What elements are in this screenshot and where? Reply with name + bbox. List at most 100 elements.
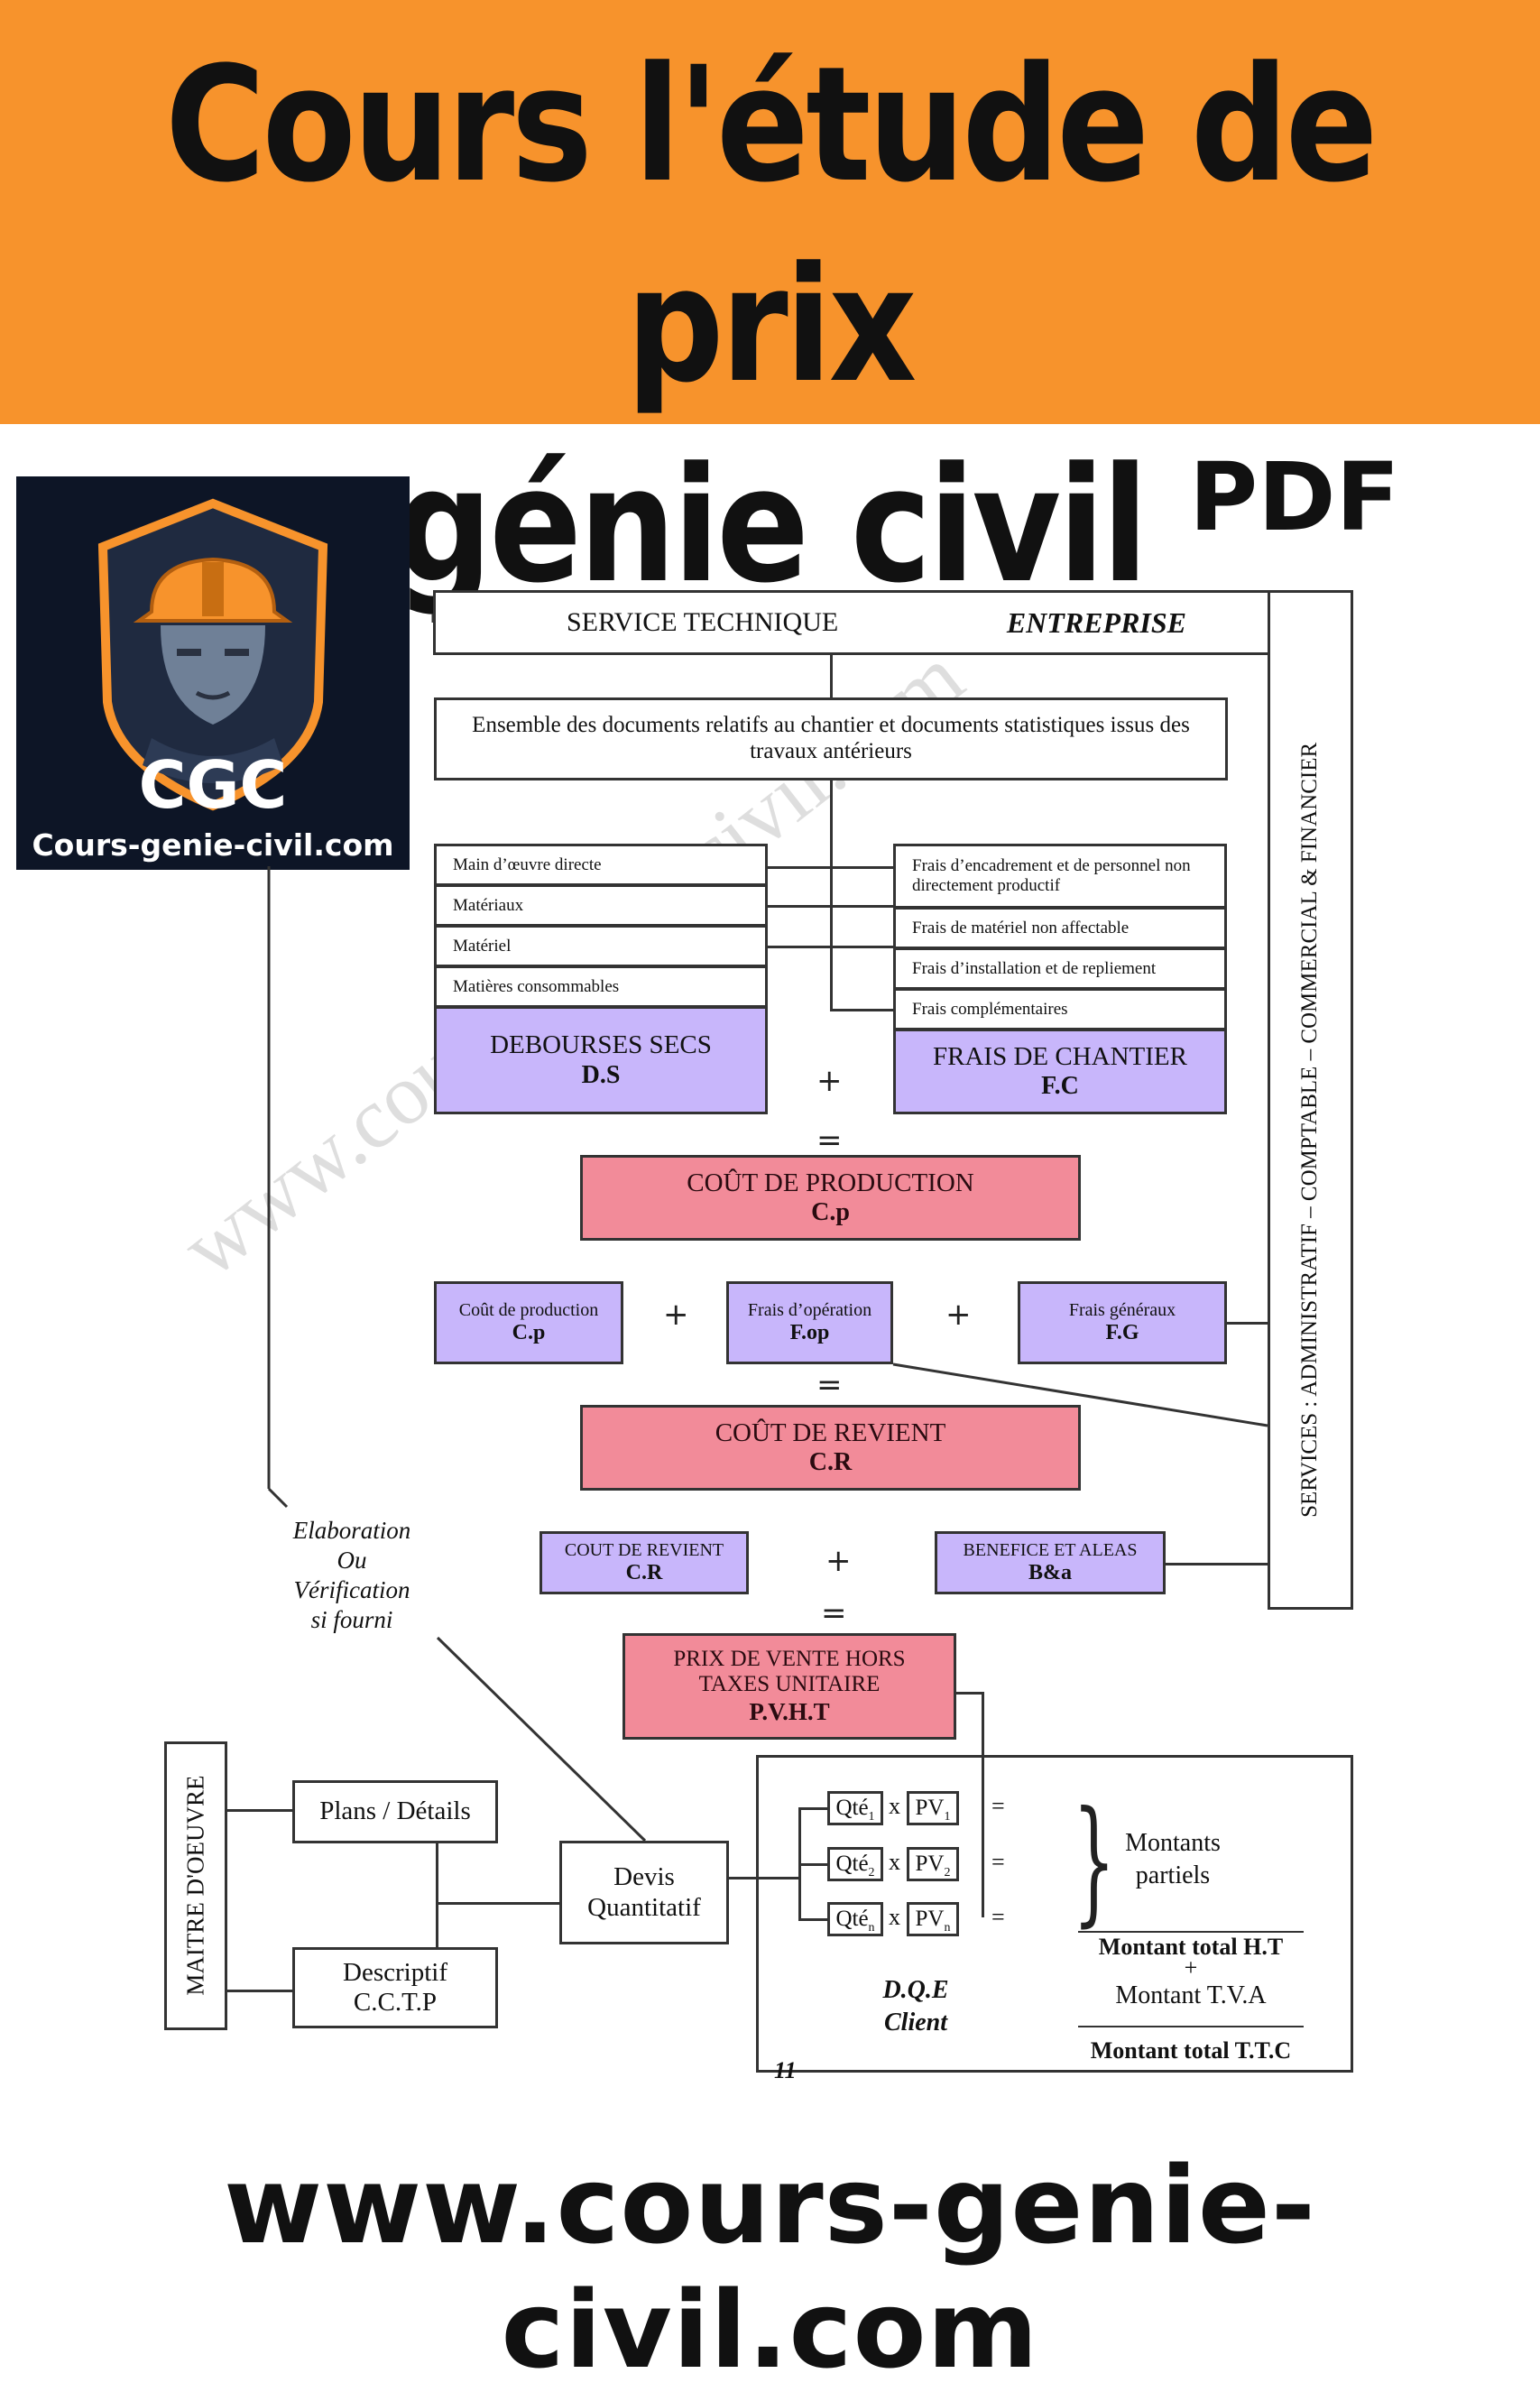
total-ht: Montant total H.T — [1098, 1934, 1284, 1960]
benefice-label: BENEFICE ET ALEAS — [963, 1539, 1138, 1560]
times-sign: x — [889, 1793, 900, 1819]
cout-production-abbr: C.p — [811, 1198, 850, 1227]
pdf-label: PDF — [1189, 442, 1400, 552]
footer-url[interactable]: www.cours-genie-civil.com — [224, 2143, 1316, 2392]
qty-row-tick — [798, 1863, 827, 1866]
plus-cr-ba: + — [825, 1543, 852, 1579]
times-sign: x — [889, 1849, 900, 1875]
total-ttc: Montant total T.T.C — [1090, 2037, 1292, 2064]
right-item-encadrement: Frais d’encadrement et de personnel non … — [893, 844, 1227, 909]
cr-small-label: COUT DE REVIENT — [564, 1539, 724, 1560]
qty-row-1: Qté1 x PV1 = — [798, 1791, 1006, 1827]
debourses-abbr: D.S — [581, 1060, 621, 1089]
benefice-abbr: B&a — [1028, 1560, 1072, 1584]
montants-line: Montants — [1125, 1829, 1221, 1857]
right-item-materiel: Frais de matériel non affectable — [893, 907, 1227, 949]
plus-fop-fg: + — [945, 1297, 972, 1333]
frais-chantier-box: FRAIS DE CHANTIER F.C — [893, 1029, 1227, 1114]
left-item-text: Matériel — [453, 936, 512, 956]
title-banner: Cours l'étude de prix génie civil — [0, 0, 1540, 618]
pvht-line2: TAXES UNITAIRE — [698, 1672, 881, 1697]
cout-revient-box: COÛT DE REVIENT C.R — [580, 1405, 1081, 1491]
left-item-text: Matériaux — [453, 895, 524, 915]
engineer-helmet-icon — [97, 498, 328, 811]
connector-bus-bottom — [830, 1009, 895, 1011]
equals-pvht: = — [821, 1595, 847, 1631]
frais-chantier-abbr: F.C — [1041, 1072, 1079, 1101]
qty-row-3: Qtén x PVn = — [798, 1902, 1006, 1938]
connector-bus-low — [768, 946, 895, 948]
connector-st-docs — [830, 655, 833, 700]
plus-tva: + — [1184, 1954, 1198, 1981]
fop-label: Frais d’opération — [747, 1299, 872, 1320]
fg-abbr: F.G — [1105, 1320, 1139, 1344]
elaboration-line: si fourni — [310, 1606, 393, 1633]
elaboration-note: Elaboration Ou Vérification si fourni — [271, 1516, 433, 1635]
pv-box: PV1 — [907, 1791, 959, 1825]
documents-box: Ensemble des documents relatifs au chant… — [434, 697, 1228, 780]
plans-box: Plans / Détails — [292, 1780, 498, 1843]
right-item-text: Frais complémentaires — [912, 999, 1068, 1019]
dqe-line: D.Q.E — [882, 1976, 949, 2004]
pvht-box: PRIX DE VENTE HORS TAXES UNITAIRE P.V.H.… — [622, 1633, 956, 1740]
banner-title-line1: Cours l'étude de prix — [165, 32, 1378, 418]
brace-icon: } — [1072, 1783, 1116, 1940]
connector-fg-services — [1227, 1322, 1268, 1325]
cout-revient-abbr: C.R — [808, 1448, 853, 1477]
maitre-oeuvre-box: MAITRE D'OEUVRE — [164, 1741, 227, 2030]
benefice-box: BENEFICE ET ALEAS B&a — [935, 1531, 1166, 1594]
connector-pvht-right — [956, 1692, 983, 1695]
cout-production-box: COÛT DE PRODUCTION C.p — [580, 1155, 1081, 1241]
page-number: 11 — [774, 2057, 797, 2083]
pvht-line1: PRIX DE VENTE HORS — [673, 1646, 906, 1671]
logo-initials: CGC — [138, 747, 288, 823]
elaboration-line: Vérification — [293, 1576, 410, 1603]
total-divider-bottom — [1078, 2026, 1304, 2027]
devis-line2: Quantitatif — [587, 1892, 701, 1922]
montant-tva: Montant T.V.A — [1115, 1981, 1267, 2009]
documents-text: Ensemble des documents relatifs au chant… — [472, 713, 1190, 763]
right-item-installation: Frais d’installation et de repliement — [893, 947, 1227, 990]
services-column: SERVICES : ADMINISTRATIF – COMPTABLE – C… — [1268, 653, 1353, 1610]
frais-chantier-label: FRAIS DE CHANTIER — [933, 1041, 1187, 1071]
debourses-secs-box: DEBOURSES SECS D.S — [434, 1006, 768, 1114]
left-item-text: Matières consommables — [453, 976, 620, 996]
right-item-text: Frais d’encadrement et de personnel non … — [912, 856, 1191, 895]
pv-box: PVn — [907, 1902, 959, 1936]
fop-abbr: F.op — [789, 1320, 830, 1344]
equals-cr: = — [816, 1367, 843, 1403]
devis-line1: Devis — [613, 1862, 675, 1892]
left-item-text: Main d’œuvre directe — [453, 854, 602, 874]
left-item-matieres: Matières consommables — [434, 965, 768, 1008]
connector-plans-descriptif — [436, 1843, 438, 1947]
equals-sign: = — [991, 1904, 1005, 1930]
descriptif-box: Descriptif C.C.T.P — [292, 1947, 498, 2028]
qty-row-2: Qté2 x PV2 = — [798, 1847, 1006, 1883]
left-item-materiel: Matériel — [434, 925, 768, 967]
right-item-text: Frais d’installation et de repliement — [912, 958, 1157, 978]
plus-cp-fop: + — [663, 1297, 689, 1333]
left-item-materiaux: Matériaux — [434, 884, 768, 927]
service-technique-box: SERVICE TECHNIQUE ENTREPRISE — [433, 590, 1270, 655]
equals-cp: = — [816, 1122, 843, 1159]
qty-box: Qté1 — [827, 1791, 883, 1825]
equals-sign: = — [991, 1793, 1005, 1819]
montants-line: partiels — [1135, 1861, 1211, 1889]
connector-pvht-down — [982, 1692, 984, 1917]
qty-box: Qté2 — [827, 1847, 883, 1881]
right-item-text: Frais de matériel non affectable — [912, 918, 1130, 937]
connector-ba-services — [1166, 1563, 1268, 1565]
cout-revient-label: COÛT DE REVIENT — [715, 1418, 946, 1447]
connector-docs-down — [830, 780, 833, 1011]
pv-box: PV2 — [907, 1847, 959, 1881]
connector-mo-descriptif — [227, 1990, 292, 1992]
site-logo: CGC Cours-genie-civil.com — [16, 476, 410, 870]
service-technique-label: SERVICE TECHNIQUE — [567, 606, 839, 637]
cp-small-abbr: C.p — [512, 1320, 546, 1344]
services-vertical-label: SERVICES : ADMINISTRATIF – COMPTABLE – C… — [1297, 742, 1323, 1519]
fop-box: Frais d’opération F.op — [726, 1281, 893, 1364]
maitre-oeuvre-label: MAITRE D'OEUVRE — [181, 1775, 209, 1997]
cp-small-label: Coût de production — [458, 1299, 599, 1320]
left-item-main-oeuvre: Main d’œuvre directe — [434, 844, 768, 886]
descriptif-line1: Descriptif — [343, 1957, 447, 1987]
